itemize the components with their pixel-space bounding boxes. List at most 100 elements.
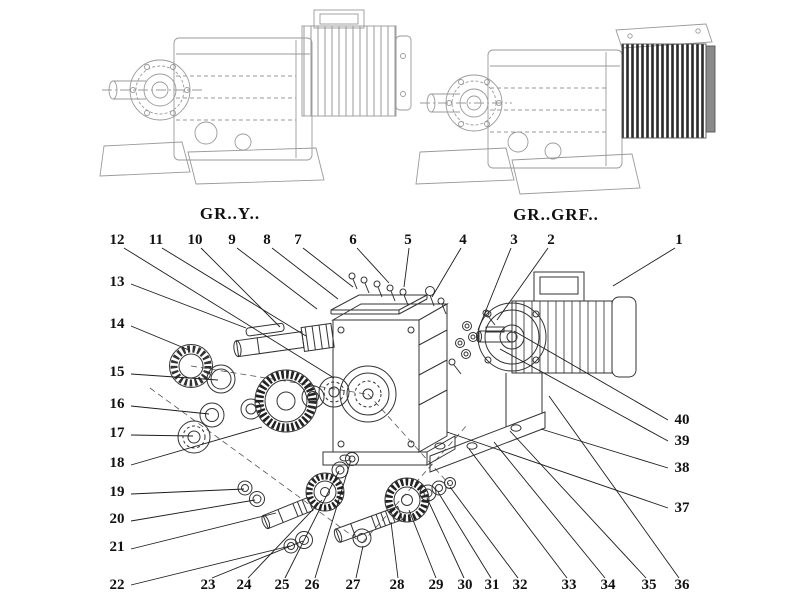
motor-body [511,300,613,374]
leader-line-31 [437,491,492,579]
exploded-assembly [169,271,637,554]
leader-line-9 [236,247,318,310]
part-number-17: 17 [110,425,126,441]
gear-washer [301,385,325,409]
housing-foot [322,451,428,466]
ball-bearing [177,420,211,454]
ball-bearing-front [318,376,350,408]
part-number-32: 32 [513,577,528,593]
part-number-20: 20 [110,511,125,527]
leader-line-24 [247,499,323,579]
part-number-39: 39 [675,433,690,449]
motor-shaft-key [485,326,505,333]
leader-line-26 [314,459,352,579]
part-number-4: 4 [459,232,467,248]
flange-face [445,74,503,132]
part-number-6: 6 [349,232,357,248]
part-number-26: 26 [305,577,321,593]
leader-line-28 [390,521,399,579]
intermediate-pinion-set [237,452,359,554]
input-gear [384,477,430,523]
part-number-30: 30 [458,577,473,593]
cover-top-plate [615,23,713,49]
leader-line-19 [130,488,245,495]
leader-line-27 [355,545,364,579]
output-gear [254,369,318,433]
part-number-27: 27 [346,577,362,593]
leader-line-2 [496,247,549,321]
part-number-3: 3 [510,232,518,248]
motor-mounting-hardware [448,309,496,375]
leader-line-8 [271,247,339,300]
leader-line-23 [211,540,304,579]
part-number-2: 2 [547,232,555,248]
part-number-40: 40 [675,412,690,428]
leader-line-39 [499,348,669,442]
leader-line-21 [130,512,277,550]
gearmotor-view-gr-y [99,9,412,185]
leader-line-3 [477,247,512,331]
eye-bolt [425,286,435,296]
part-number-33: 33 [562,577,577,593]
part-number-29: 29 [429,577,444,593]
part-number-11: 11 [149,232,163,248]
leader-line-37 [446,431,669,509]
input-shaft-set [333,477,456,548]
leader-line-6 [356,247,390,284]
cover-side [705,45,716,133]
gear-housing [173,37,313,161]
finned-cover-block [621,43,707,139]
leader-line-32 [449,486,519,579]
part-number-23: 23 [201,577,216,593]
terminal-box [533,271,585,302]
leader-line-17 [130,434,194,437]
part-number-31: 31 [485,577,500,593]
part-number-28: 28 [390,577,405,593]
part-number-35: 35 [642,577,657,593]
part-number-5: 5 [404,232,412,248]
mounting-foot [99,141,191,177]
leader-line-29 [408,509,437,579]
part-number-8: 8 [263,232,271,248]
pinion-shaft [261,496,314,530]
part-number-10: 10 [188,232,203,248]
leader-line-12 [123,247,335,379]
part-number-21: 21 [110,539,125,555]
leader-line-10 [200,247,281,328]
leader-line-25 [284,470,340,579]
leader-line-30 [426,497,465,579]
leader-line-40 [513,330,669,421]
leader-line-34 [493,441,606,579]
terminal-box [313,9,365,29]
mounting-foot [415,147,515,185]
flange-face [129,59,191,121]
motor-base-plate [429,373,546,473]
leader-line-22 [130,545,291,586]
spacer-sleeve [199,402,225,428]
retaining-ring [206,364,236,394]
part-number-34: 34 [601,577,617,593]
construction-lines [149,365,469,544]
output-shaft [233,322,335,358]
leader-line-5 [403,247,410,288]
splined-shaft [333,505,404,543]
part-number-19: 19 [110,484,125,500]
gear-housing [487,49,623,169]
cover-bolts [348,272,447,315]
leader-line-4 [431,247,462,298]
gearmotor-view-gr-grf [415,23,716,195]
part-number-16: 16 [110,396,126,412]
part-number-7: 7 [294,232,302,248]
leader-line-18 [130,426,263,466]
part-number-18: 18 [110,455,125,471]
gearbox-housing [322,303,456,466]
leader-line-20 [130,499,256,522]
part-number-24: 24 [237,577,253,593]
leader-line-1 [612,247,676,287]
fan-cover [395,35,412,111]
part-number-37: 37 [675,500,691,516]
part-number-15: 15 [110,364,125,380]
leader-line-7 [302,247,354,288]
